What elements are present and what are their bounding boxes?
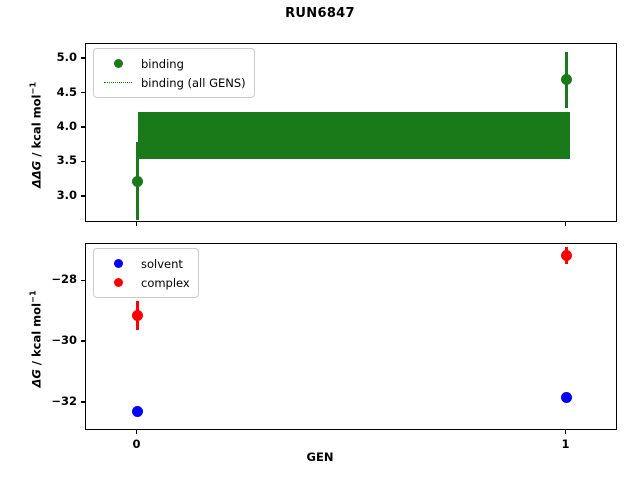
data-point-solvent <box>561 391 573 403</box>
dg-y-axis-label: ΔG / kcal mol−1 <box>24 245 44 432</box>
binding-all-gens-band <box>138 112 570 159</box>
y-tick-mark <box>81 91 85 94</box>
legend-label-binding-all-gens: binding (all GENS) <box>141 75 246 90</box>
x-tick-mark <box>564 222 567 226</box>
y-tick-mark <box>81 160 85 163</box>
y-tick-label: 3.5 <box>56 153 77 168</box>
x-tick-mark <box>564 430 567 434</box>
complex-marker-icon <box>101 278 135 287</box>
ddg-y-axis-label-units: / kcal mol <box>28 94 43 161</box>
ddg-y-axis-label: ΔΔG / kcal mol−1 <box>24 45 44 224</box>
y-tick-mark <box>81 279 85 282</box>
x-tick-mark <box>135 222 138 226</box>
data-point-solvent <box>131 405 143 417</box>
data-point-complex <box>131 309 143 321</box>
y-tick-label: 5.0 <box>56 50 77 65</box>
ddg-axes <box>85 43 617 222</box>
data-point-binding <box>131 175 143 187</box>
y-tick-mark <box>81 400 85 403</box>
dg-plot-area <box>86 244 616 429</box>
x-tick-label: 0 <box>132 437 141 451</box>
legend-label-solvent: solvent <box>141 256 183 271</box>
dg-y-axis-label-units: / kcal mol <box>28 302 43 369</box>
solvent-marker-icon <box>101 259 135 268</box>
y-tick-label: −32 <box>51 393 77 408</box>
legend-item-solvent[interactable]: solvent <box>101 254 190 273</box>
ddg-y-axis-label-symbol: ΔΔG <box>28 160 43 188</box>
ddg-legend[interactable]: binding binding (all GENS) <box>93 48 255 98</box>
legend-item-complex[interactable]: complex <box>101 273 190 292</box>
x-tick-label: 1 <box>561 437 570 451</box>
y-tick-mark <box>81 340 85 342</box>
x-tick-mark <box>135 430 138 434</box>
legend-label-binding: binding <box>141 56 184 71</box>
y-tick-mark <box>81 57 85 59</box>
legend-item-binding[interactable]: binding <box>101 54 246 73</box>
figure-title: RUN6847 <box>285 6 355 21</box>
ddg-plot-area <box>86 44 616 221</box>
y-tick-label: 4.0 <box>56 118 77 133</box>
y-tick-label: 4.5 <box>56 84 77 99</box>
y-tick-mark <box>81 126 85 128</box>
dg-y-axis-label-symbol: ΔG <box>28 368 43 388</box>
y-tick-label: 3.0 <box>56 187 77 202</box>
data-point-binding <box>561 74 573 86</box>
dotted-line-icon <box>101 82 135 83</box>
legend-label-complex: complex <box>141 275 190 290</box>
y-tick-label: −28 <box>51 272 77 287</box>
dg-y-axis-label-exponent: −1 <box>27 289 38 303</box>
binding-marker-icon <box>101 59 135 68</box>
ddg-y-axis-label-exponent: −1 <box>27 81 38 95</box>
data-point-complex <box>561 250 573 262</box>
legend-item-binding-all-gens[interactable]: binding (all GENS) <box>101 73 246 92</box>
y-tick-label: −30 <box>51 333 77 348</box>
dg-legend[interactable]: solvent complex <box>93 248 199 298</box>
y-tick-mark <box>81 195 85 197</box>
x-axis-label: GEN <box>306 450 334 464</box>
